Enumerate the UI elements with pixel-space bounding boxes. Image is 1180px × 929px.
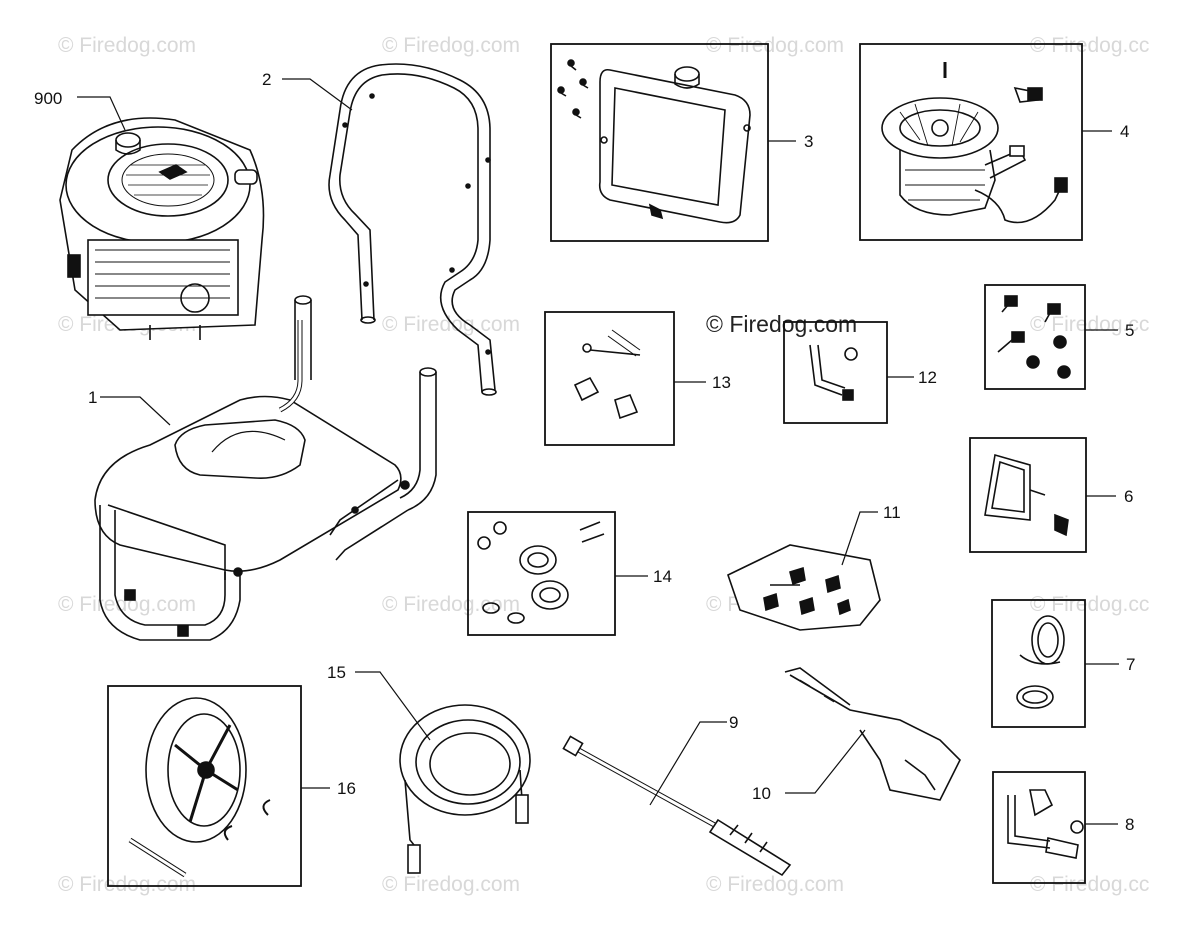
callout-15: 15 [327, 663, 346, 682]
bolt-part-8 [992, 771, 1086, 884]
callout-16: 16 [337, 779, 356, 798]
callout-6: 6 [1124, 487, 1134, 506]
callout-7: 7 [1126, 655, 1136, 674]
callout-14: 14 [653, 567, 672, 586]
callout-4: 4 [1120, 122, 1130, 141]
nozzle-kit-part [727, 544, 881, 631]
bracket-part-6 [969, 437, 1087, 553]
watermark: © Firedog.com [706, 34, 845, 57]
lance-part [562, 735, 792, 877]
callout-3: 3 [804, 132, 814, 151]
watermark: © Firedog.cc [1030, 593, 1150, 616]
engine-part [59, 117, 265, 340]
watermark: © Firedog.com [58, 593, 197, 616]
watermark: © Firedog.com [706, 873, 845, 896]
handle-part [328, 63, 497, 396]
callout-8: 8 [1125, 815, 1135, 834]
watermark: © Firedog.cc [1030, 34, 1150, 57]
callout-5: 5 [1125, 321, 1135, 340]
wheel-hardware-part-14 [467, 511, 616, 636]
callout-2: 2 [262, 70, 272, 89]
watermark: © Firedog.com [58, 873, 197, 896]
callout-9: 9 [729, 713, 739, 732]
watermark: © Firedog.com [382, 313, 521, 336]
watermark: © Firedog.com [382, 873, 521, 896]
callout-12: 12 [918, 368, 937, 387]
leader-lines [77, 78, 1119, 825]
gun-part [784, 667, 961, 801]
hose-part [399, 704, 531, 874]
callout-10: 10 [752, 784, 771, 803]
fitting-part-12 [783, 321, 888, 424]
control-panel-part [550, 43, 769, 242]
callout-1: 1 [88, 388, 98, 407]
cap-part-7 [991, 599, 1086, 728]
watermark: © Firedog.com [382, 593, 521, 616]
pump-part [859, 43, 1083, 241]
hardware-part-5 [984, 284, 1086, 390]
watermark: © Firedog.cc [1030, 313, 1150, 336]
callout-13: 13 [712, 373, 731, 392]
watermark: © Firedog.com [382, 34, 521, 57]
wheel-part-16 [107, 685, 302, 887]
watermark: © Firedog.cc [1030, 873, 1150, 896]
watermark: © Firedog.com [58, 34, 197, 57]
callout-11: 11 [883, 503, 901, 522]
frame-part [94, 295, 437, 641]
watermark-dark: © Firedog.com [706, 311, 858, 337]
hardware-part-13 [544, 311, 675, 446]
callout-900: 900 [34, 89, 63, 108]
